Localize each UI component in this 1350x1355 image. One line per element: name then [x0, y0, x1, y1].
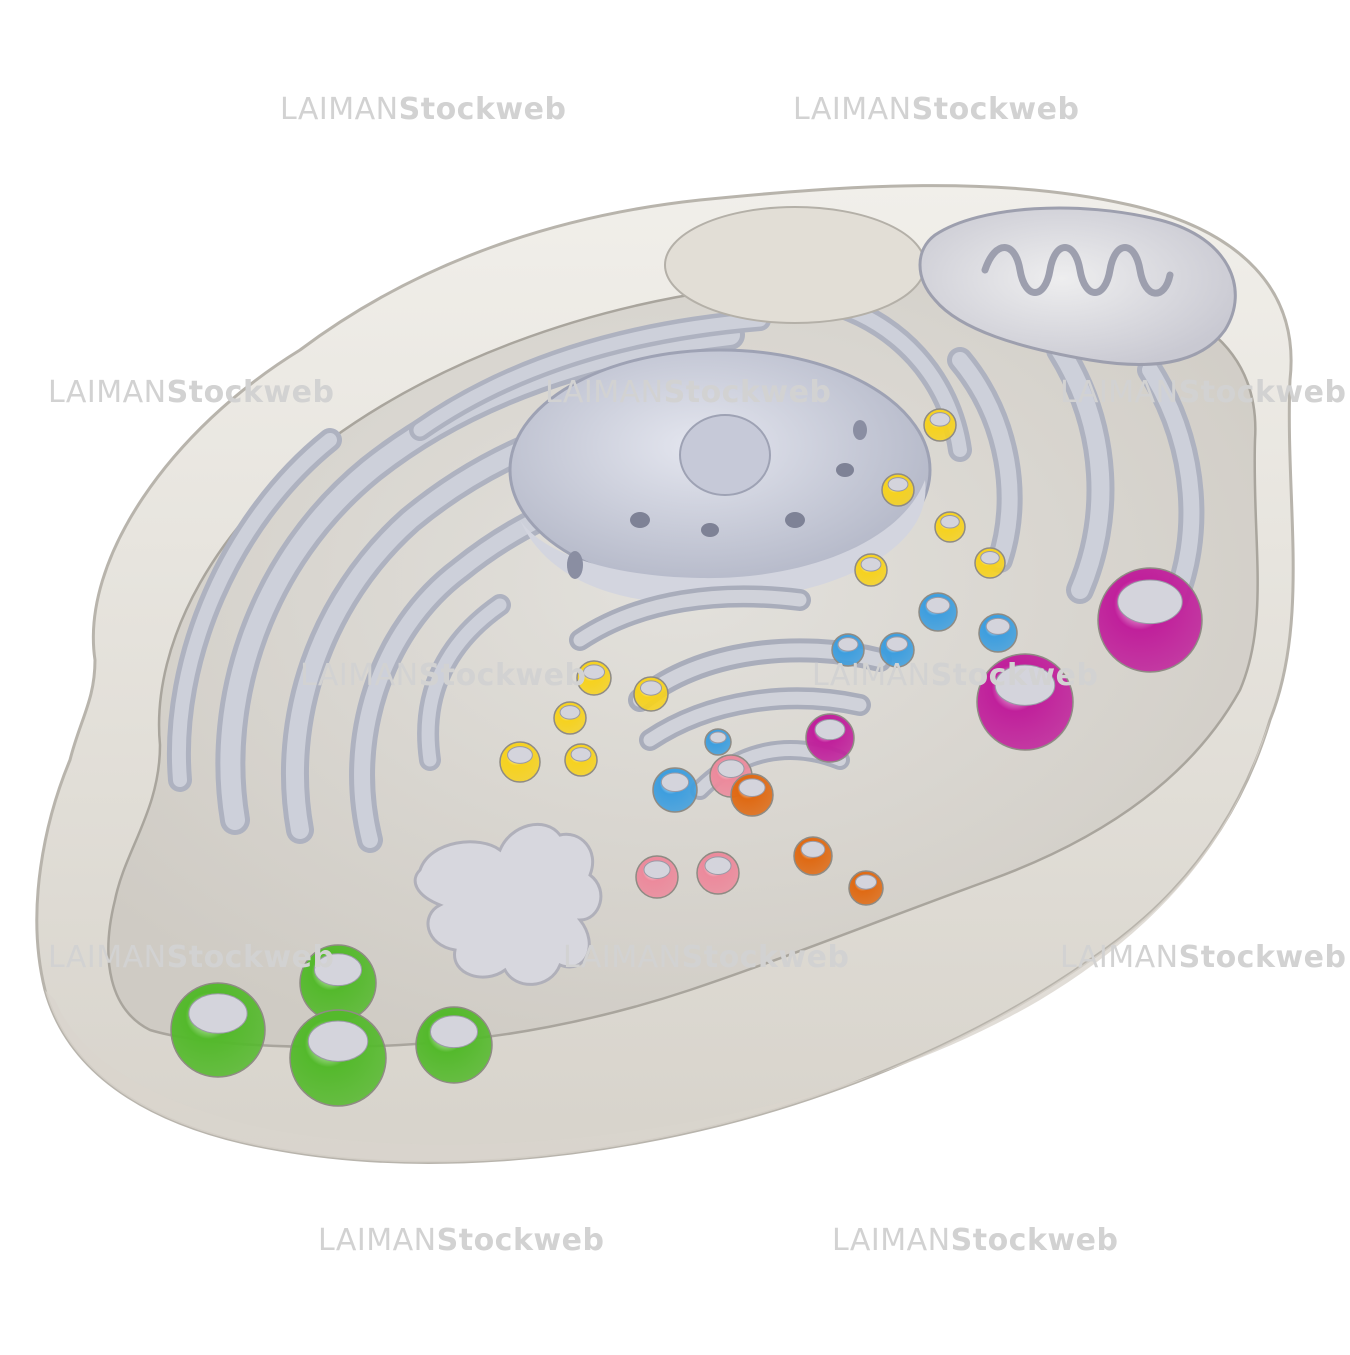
vesicle-blue-icon	[704, 728, 732, 756]
granular-body	[413, 822, 603, 986]
vesicle-pink-icon	[635, 855, 679, 899]
vesicle-orange-icon	[848, 870, 884, 906]
nucleus	[508, 348, 932, 604]
vesicle-yellow-icon	[633, 676, 669, 712]
vesicle-yellow-icon	[934, 511, 966, 543]
vesicle-yellow-icon	[499, 741, 541, 783]
vesicle-green-icon	[170, 982, 266, 1078]
vesicle-yellow-icon	[974, 547, 1006, 579]
vesicle-pink-icon	[696, 851, 740, 895]
vesicle-blue-icon	[978, 613, 1018, 653]
vesicle-yellow-icon	[564, 743, 598, 777]
vesicle-magenta-icon	[1097, 567, 1203, 673]
mitochondrion	[918, 206, 1237, 367]
vesicle-magenta-icon	[805, 713, 855, 763]
vesicle-magenta-icon	[976, 653, 1074, 751]
vesicle-green-icon	[289, 1009, 387, 1107]
vesicle-blue-icon	[652, 767, 698, 813]
vesicle-green-icon	[299, 944, 377, 1022]
vesicle-yellow-icon	[854, 553, 888, 587]
vesicle-yellow-icon	[553, 701, 587, 735]
vacuole	[664, 206, 926, 324]
vesicle-orange-icon	[730, 773, 774, 817]
vesicle-orange-icon	[793, 836, 833, 876]
vesicle-blue-icon	[879, 632, 915, 668]
vesicle-yellow-icon	[923, 408, 957, 442]
vesicle-green-icon	[415, 1006, 493, 1084]
vesicle-yellow-icon	[881, 473, 915, 507]
vesicle-blue-icon	[831, 633, 865, 667]
vesicle-yellow-icon	[576, 660, 612, 696]
vesicle-layer	[170, 408, 1203, 1107]
vesicle-blue-icon	[918, 592, 958, 632]
